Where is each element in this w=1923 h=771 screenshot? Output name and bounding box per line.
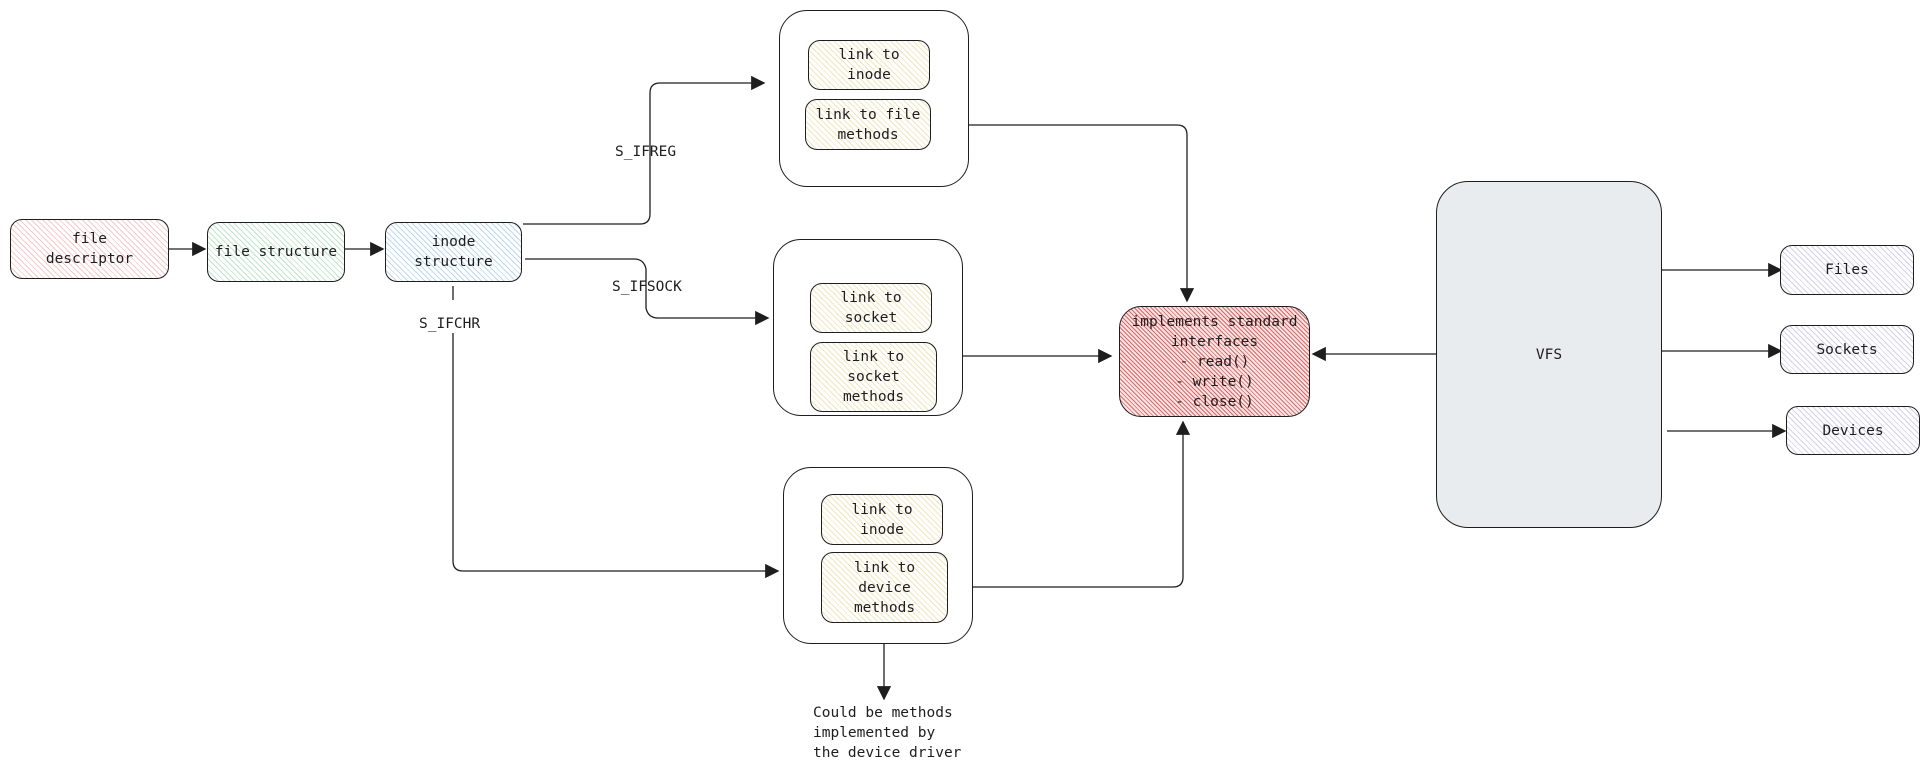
devices-node: Devices xyxy=(1786,406,1920,455)
regular-file-group xyxy=(779,10,969,187)
arrow-inode-to-device-lower xyxy=(452,333,780,579)
arrow-device-methods-to-interfaces xyxy=(952,420,1191,588)
arrow-inode-to-socket xyxy=(525,258,770,326)
arrow-inode-to-regular-file xyxy=(523,75,766,225)
sockets-node: Sockets xyxy=(1780,325,1914,374)
edge-label-s-ifchr: S_IFCHR xyxy=(419,316,481,332)
files-node: Files xyxy=(1780,245,1914,295)
arrow-file-methods-to-interfaces xyxy=(935,124,1195,303)
regular-link-to-inode: link to inode xyxy=(808,40,930,90)
edge-label-s-ifreg: S_IFREG xyxy=(615,144,677,160)
vfs-node: VFS xyxy=(1436,181,1662,528)
file-descriptor-node: file descriptor xyxy=(10,219,169,279)
device-link-to-device-methods: link to device methods xyxy=(821,552,948,623)
regular-link-to-file-methods: link to file methods xyxy=(805,99,931,150)
socket-link-to-socket: link to socket xyxy=(810,283,932,333)
socket-link-to-socket-methods: link to socket methods xyxy=(810,342,937,412)
standard-interfaces-node: implements standard interfaces - read() … xyxy=(1119,306,1310,417)
file-structure-node: file structure xyxy=(207,222,345,282)
inode-structure-node: inode structure xyxy=(385,222,522,282)
device-link-to-inode: link to inode xyxy=(821,494,943,545)
device-driver-note: Could be methods implemented by the devi… xyxy=(813,705,962,761)
edge-label-s-ifsock: S_IFSOCK xyxy=(612,279,682,295)
